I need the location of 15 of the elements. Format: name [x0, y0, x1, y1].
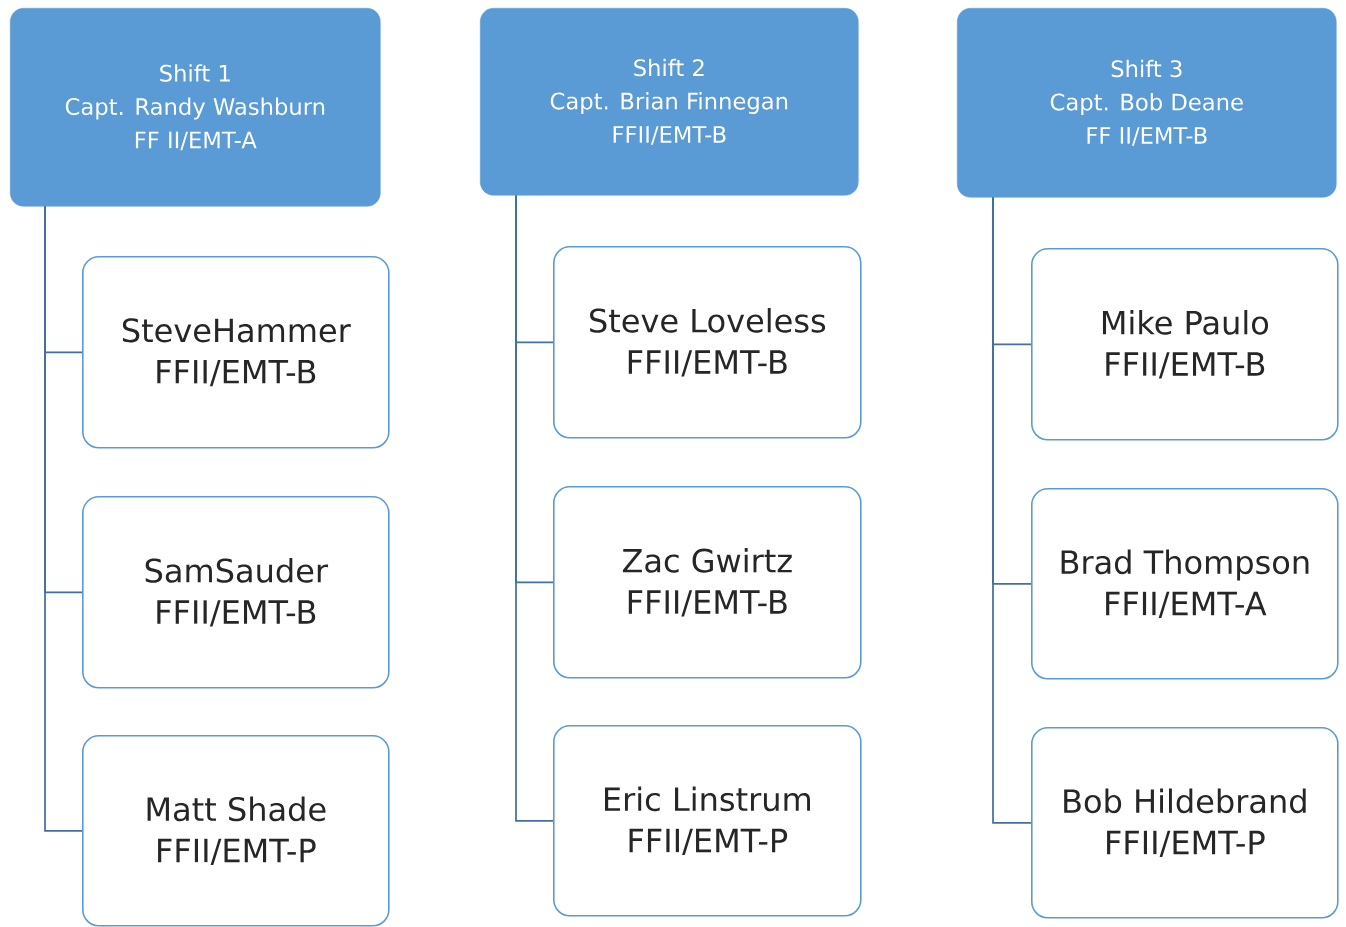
connector-line [515, 194, 554, 822]
shift-header-box: Shift 2 Capt. Brian Finnegan FFII/EMT-B [480, 8, 859, 196]
shift-header-box: Shift 1 Capt. Randy Washburn FF II/EMT-A [10, 8, 381, 207]
member-box: Eric Linstrum FFII/EMT-P [553, 725, 862, 917]
connector-line [44, 205, 83, 832]
member-box: Matt Shade FFII/EMT-P [82, 735, 390, 927]
member-box: Brad Thompson FFII/EMT-A [1031, 488, 1339, 680]
member-box: Mike Paulo FFII/EMT-B [1031, 248, 1339, 441]
member-box: SamSauder FFII/EMT-B [82, 496, 390, 689]
shift-header-box: Shift 3 Capt. Bob Deane FF II/EMT-B [957, 8, 1337, 198]
member-box: SteveHammer FFII/EMT-B [82, 256, 390, 449]
member-box: Bob Hildebrand FFII/EMT-P [1031, 727, 1339, 919]
connector-line [992, 196, 1032, 824]
member-box: Zac Gwirtz FFII/EMT-B [553, 486, 862, 679]
member-box: Steve Loveless FFII/EMT-B [553, 246, 862, 439]
